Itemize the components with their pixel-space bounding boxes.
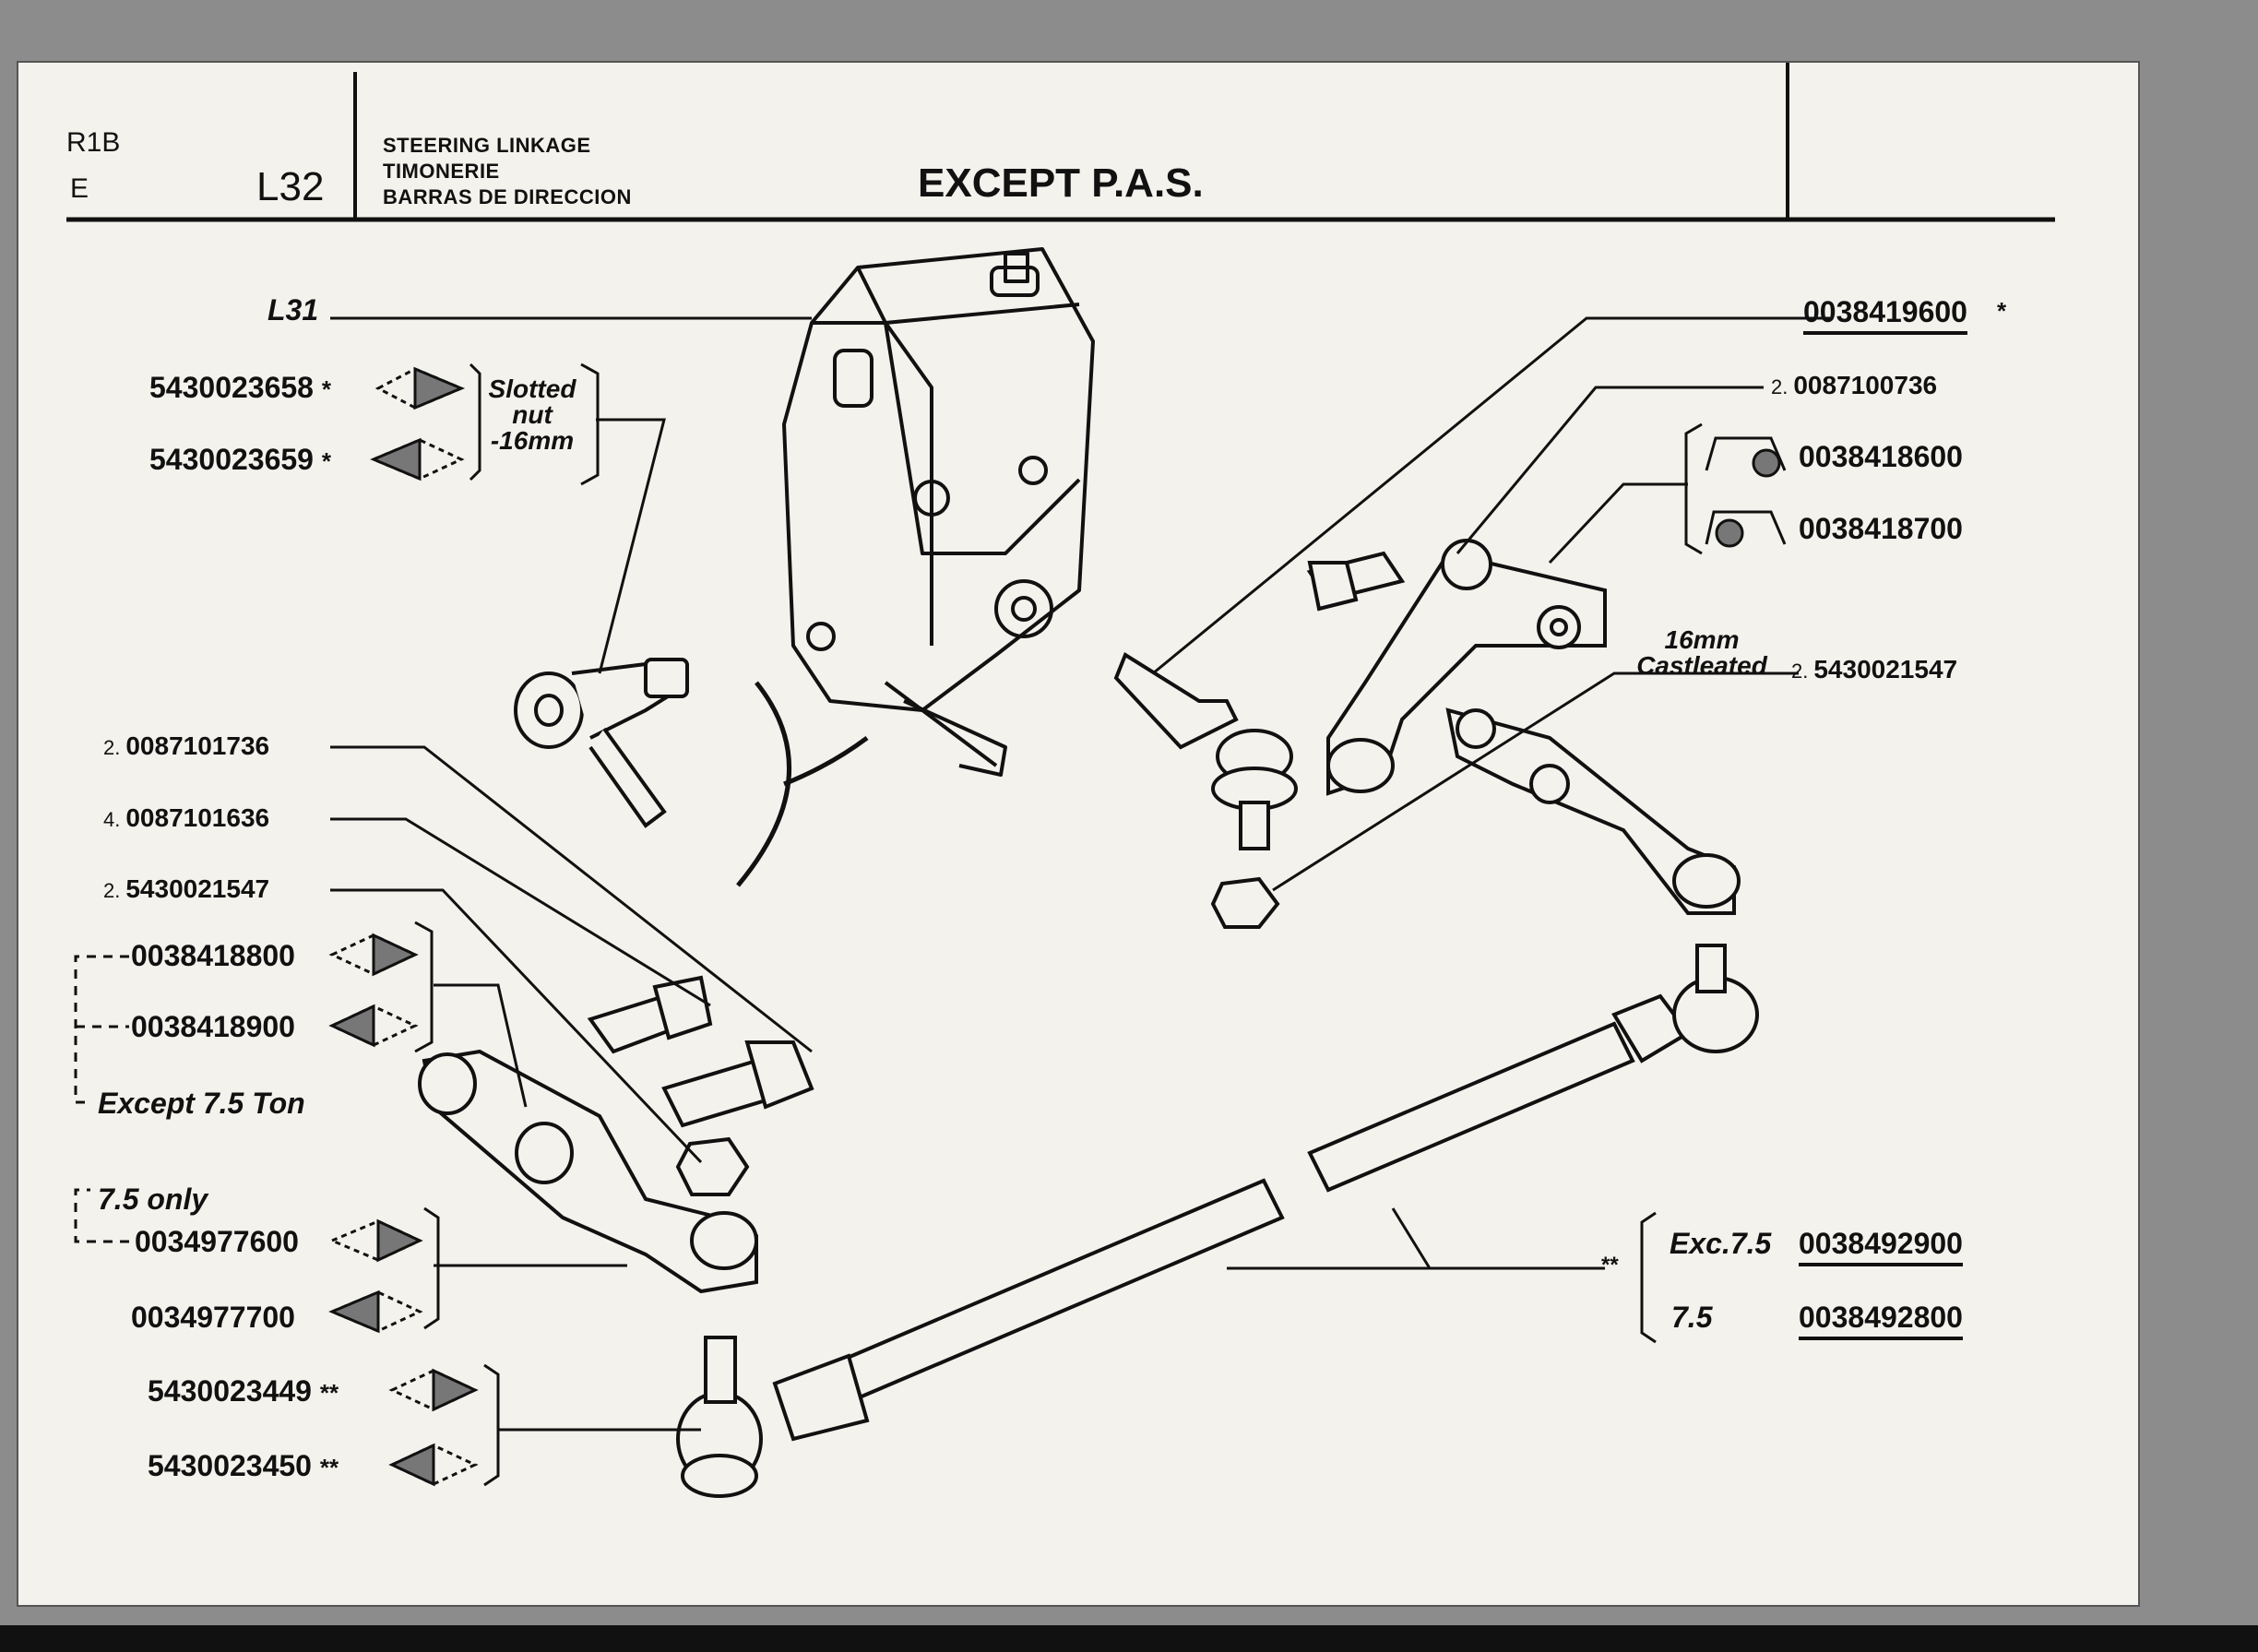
part-number-0038418600[interactable]: 0038418600 xyxy=(1799,440,1963,473)
7-5-label: 7.5 xyxy=(1671,1301,1713,1334)
part-number-0038492800[interactable]: 0038492800 xyxy=(1799,1301,1963,1340)
arc-marker xyxy=(736,681,791,887)
part-number-0038418900[interactable]: 0038418900 xyxy=(131,1010,295,1043)
double-asterisk-marker: ** xyxy=(1601,1253,1619,1278)
dashed-group-lines xyxy=(74,955,129,1243)
part-number-5430021547-right[interactable]: 2.5430021547 xyxy=(1791,655,1958,683)
drop-arm-right-illustration xyxy=(1326,539,1741,915)
section-title-fr: TIMONERIE xyxy=(383,160,500,183)
bolt-illustrations xyxy=(587,551,1406,1128)
part-number-5430023659[interactable]: 5430023659 * xyxy=(149,443,331,476)
side-arrow-markers xyxy=(328,366,479,1487)
ball-joint-illustration xyxy=(1113,652,1298,850)
part-number-0038492900[interactable]: 0038492900 xyxy=(1799,1227,1963,1266)
part-number-0038418700[interactable]: 0038418700 xyxy=(1799,512,1963,545)
except-7-5-ton-note: Except 7.5 Ton xyxy=(98,1087,305,1120)
mounting-side-pictograms xyxy=(1705,436,1787,548)
part-number-5430023658[interactable]: 5430023658 * xyxy=(149,371,331,404)
part-number-0087100736[interactable]: 2.0087100736 xyxy=(1771,371,1938,399)
language-code: E xyxy=(70,173,89,204)
slotted-nut-note: Slotted nut -16mm xyxy=(488,374,576,455)
part-number-0087101636[interactable]: 4.0087101636 xyxy=(103,803,270,832)
nut-illustrations xyxy=(675,876,1280,1196)
ref-l31-label: L31 xyxy=(267,293,319,327)
castleated-nut-note: 16mm Castleated xyxy=(1636,625,1767,680)
model-code: R1B xyxy=(66,127,121,158)
tie-rod-illustration xyxy=(676,944,1759,1498)
leader-lines xyxy=(330,316,1830,1432)
track-rod-end-upper-illustration xyxy=(514,658,689,828)
part-number-0087101736[interactable]: 2.0087101736 xyxy=(103,731,270,760)
exc-7-5-label: Exc.7.5 xyxy=(1670,1227,1772,1260)
part-number-5430023450[interactable]: 5430023450 ** xyxy=(148,1449,339,1482)
bottom-border xyxy=(0,1625,2258,1652)
part-number-0034977600[interactable]: 0034977600 xyxy=(135,1225,299,1258)
page-code: L32 xyxy=(256,164,325,209)
section-title-en: STEERING LINKAGE xyxy=(383,134,591,157)
part-number-0034977700[interactable]: 0034977700 xyxy=(131,1301,295,1334)
group-braces xyxy=(414,362,1703,1487)
drop-arm-left-illustration xyxy=(418,1049,758,1294)
asterisk-marker: * xyxy=(1997,297,2007,325)
steering-box-illustration xyxy=(782,247,1095,777)
7-5-only-note: 7.5 only xyxy=(98,1183,208,1216)
page-title: EXCEPT P.A.S. xyxy=(918,160,1204,206)
part-number-5430021547-left[interactable]: 2.5430021547 xyxy=(103,874,270,903)
part-number-0038419600[interactable]: 0038419600 xyxy=(1803,295,1967,335)
part-number-5430023449[interactable]: 5430023449 ** xyxy=(148,1374,339,1408)
section-title-es: BARRAS DE DIRECCION xyxy=(383,185,632,208)
part-number-0038418800[interactable]: 0038418800 xyxy=(131,939,295,972)
